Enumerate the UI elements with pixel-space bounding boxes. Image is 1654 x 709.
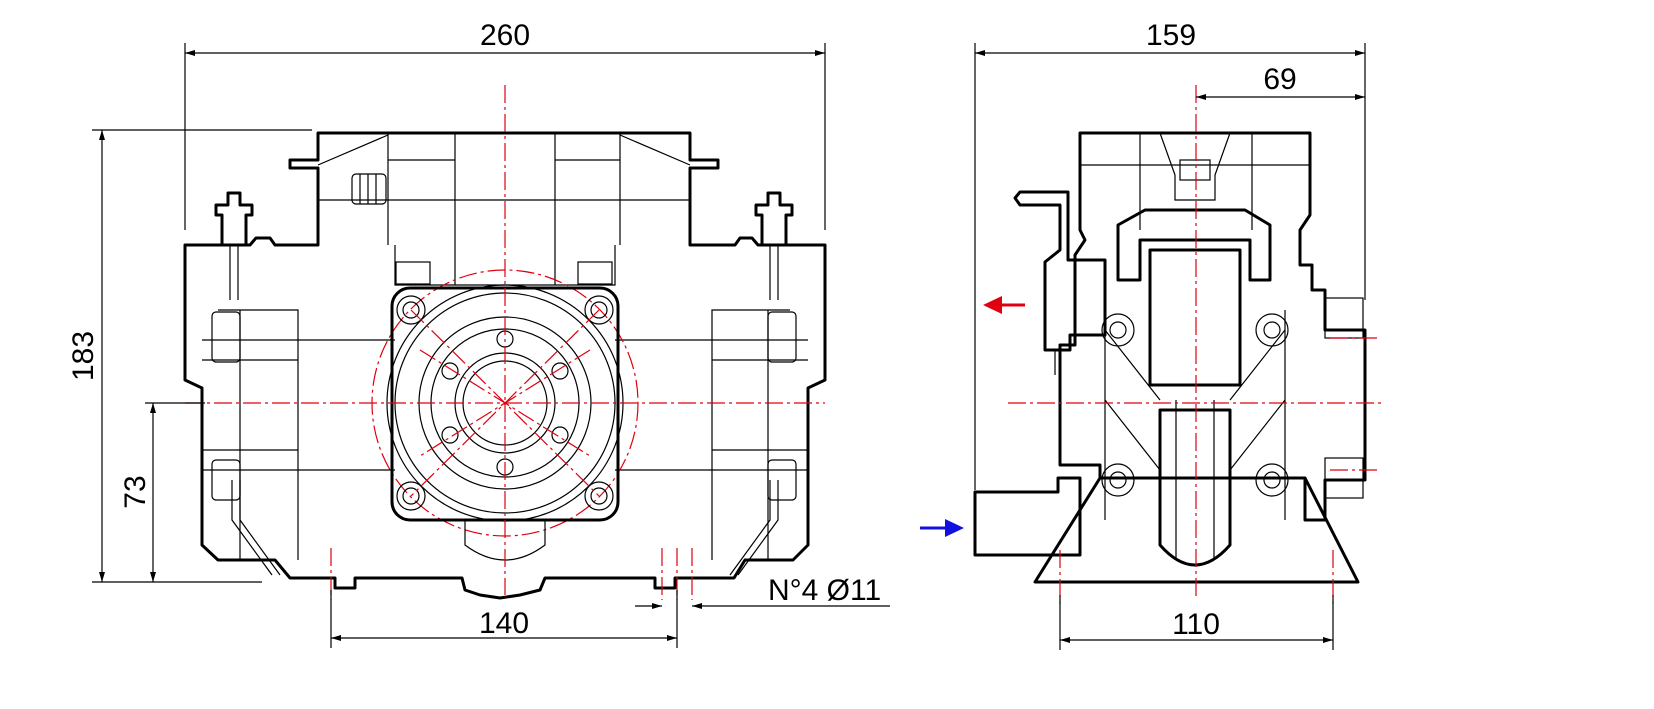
dim-depth-side: 159 [1146, 19, 1196, 52]
side-view [973, 85, 1385, 605]
dim-foot-spacing-side: 110 [1172, 608, 1220, 641]
dim-shaft-offset-side: 69 [1263, 63, 1296, 96]
side-dimensions: 159 69 110 [974, 19, 1366, 650]
dim-shaft-height: 73 [119, 475, 152, 508]
oil-plug [351, 173, 387, 205]
front-housing-outline [183, 131, 827, 600]
side-crank-rod [1148, 248, 1242, 387]
holes-note: N°4 Ø11 [768, 574, 881, 607]
dim-width-front: 260 [480, 19, 530, 52]
arrow-right-icon [920, 519, 964, 537]
side-crankcase-outline [1058, 131, 1367, 522]
mounting-bracket [231, 480, 779, 576]
dim-foot-spacing-front: 140 [479, 607, 529, 640]
front-view [183, 85, 827, 600]
front-cover [317, 133, 691, 286]
arrow-left-icon [983, 296, 1025, 314]
valve-caps [214, 191, 794, 300]
pump-heads [202, 309, 808, 560]
side-inlet-pipe [973, 476, 1082, 557]
side-outlet-pipe [1013, 190, 1107, 352]
front-dimensions: 260 183 73 140 N°4 Ø11 [67, 19, 890, 648]
dim-height-total: 183 [67, 331, 100, 381]
